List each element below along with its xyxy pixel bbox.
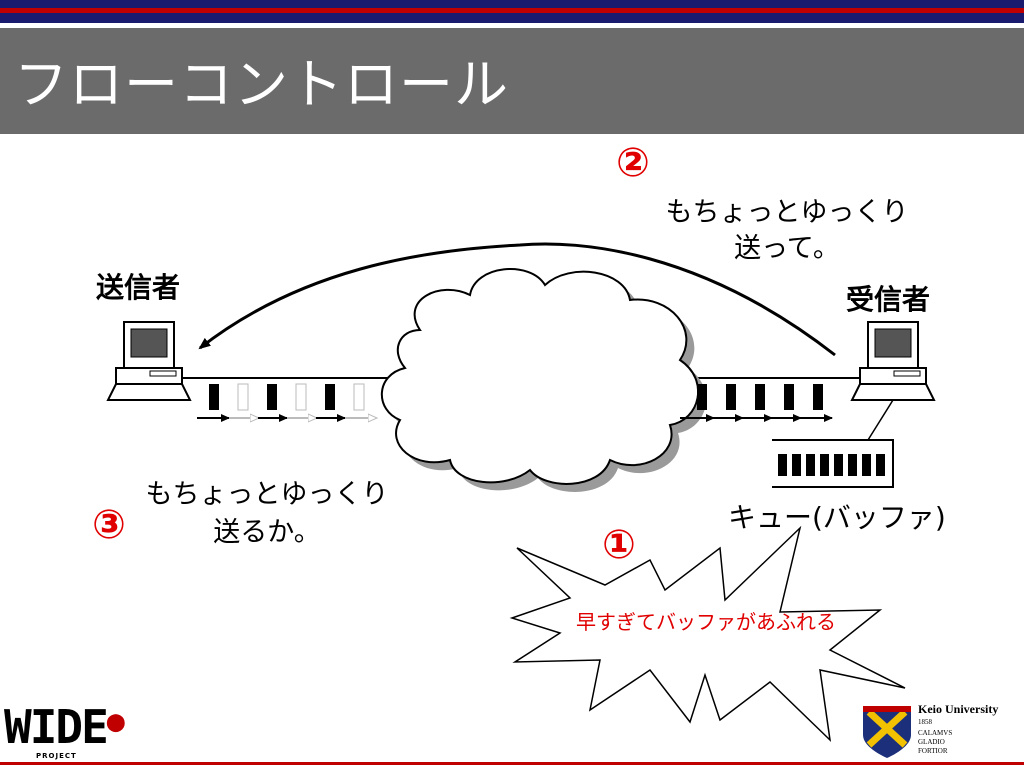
packet-solid <box>267 384 277 410</box>
wide-logo-text: WIDE <box>4 700 109 754</box>
step2-marker: ② <box>616 140 650 186</box>
packet-ghost <box>295 383 307 411</box>
keio-shield-icon <box>863 706 911 758</box>
packet-solid <box>325 384 335 410</box>
queue-buffer-icon <box>772 439 894 488</box>
keio-motto-2: GLADIO <box>918 738 945 746</box>
overflow-burst <box>509 525 906 743</box>
title-bar <box>0 28 1024 134</box>
wide-logo-subtitle: PROJECT <box>36 752 77 760</box>
packet-solid <box>784 384 794 410</box>
step1-marker: ① <box>602 522 636 568</box>
sender-computer-icon <box>106 321 192 401</box>
receiver-label: 受信者 <box>846 283 931 316</box>
packet-solid <box>755 384 765 410</box>
packet-solid <box>813 384 823 410</box>
sender-label: 送信者 <box>96 271 181 304</box>
footer-line <box>0 762 1024 765</box>
slide-title: フローコントロール <box>14 53 509 116</box>
internet-cloud <box>380 268 707 492</box>
top-stripe-navy-2 <box>0 13 1024 23</box>
step3-text-line1: もちょっとゆっくり <box>145 479 389 510</box>
sender-packets <box>197 383 376 418</box>
top-stripe-white <box>0 23 1024 28</box>
queue-label: キュー(バッファ) <box>728 501 946 534</box>
step3-marker: ③ <box>92 502 126 548</box>
step2-text-line1: もちょっとゆっくり <box>665 197 909 228</box>
wide-logo: WIDE● <box>4 694 125 755</box>
step2-text-line2: 送って。 <box>734 233 840 264</box>
queue-connector <box>867 399 894 441</box>
top-stripe-red <box>0 8 1024 13</box>
keio-motto-3: FORTIOR <box>918 747 948 755</box>
top-stripe-navy-1 <box>0 0 1024 8</box>
receiver-packets <box>680 384 833 422</box>
keio-motto-1: CALAMVS <box>918 729 953 737</box>
receiver-computer-icon <box>850 321 936 401</box>
feedback-arrow <box>198 242 836 357</box>
packet-solid <box>697 384 707 410</box>
packet-ghost <box>237 383 249 411</box>
wide-logo-dot-icon: ● <box>106 704 125 739</box>
packet-ghost <box>353 383 365 411</box>
packet-solid <box>209 384 219 410</box>
keio-name: Keio University <box>918 702 999 716</box>
packet-solid <box>726 384 736 410</box>
keio-year: 1858 <box>918 718 932 726</box>
burst-text: 早すぎてバッファがあふれる <box>576 610 836 634</box>
step3-text-line2: 送るか。 <box>213 517 321 548</box>
